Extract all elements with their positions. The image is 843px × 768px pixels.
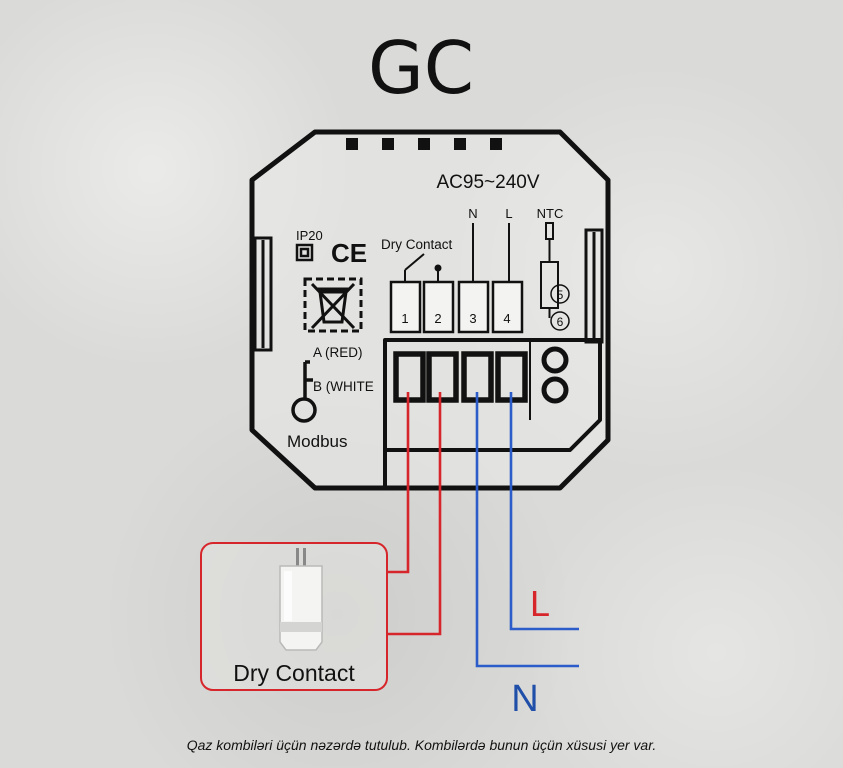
- voltage-label: AC95~240V: [437, 172, 540, 193]
- terminal-5-circle: [550, 284, 570, 304]
- switch-symbol: [404, 253, 442, 282]
- modbus-b-label: B (WHITE: [313, 379, 374, 394]
- modbus-label: Modbus: [287, 432, 347, 451]
- ntc-label: NTC: [537, 206, 564, 221]
- power-wires: [475, 392, 579, 668]
- ip-rating-label: IP20: [296, 228, 323, 243]
- dry-contact-box-label: Dry Contact: [233, 660, 355, 686]
- terminal-6-label: 6: [557, 315, 564, 329]
- dry-contact-device-icon: [279, 548, 323, 651]
- page-title: GC: [368, 26, 474, 110]
- top-clips: [346, 138, 502, 150]
- terminal-n-label: N: [468, 206, 477, 221]
- square-in-square-icon: [295, 243, 314, 262]
- power-leads: [472, 223, 510, 282]
- dry-contact-terminal-label: Dry Contact: [381, 237, 453, 252]
- terminal-5-label: 5: [557, 288, 564, 302]
- terminal-2-label: 2: [434, 311, 441, 326]
- terminal-1-label: 1: [401, 311, 408, 326]
- ce-mark: CE: [331, 238, 367, 268]
- terminal-strip: [383, 338, 602, 488]
- caption: Qaz kombiləri üçün nəzərdə tutulub. Komb…: [186, 737, 657, 753]
- dry-contact-wires: [386, 392, 442, 636]
- modbus-connector-icon: [291, 360, 317, 423]
- terminal-blocks: [389, 280, 524, 334]
- terminal-l-label: L: [505, 206, 512, 221]
- line-label: L: [530, 583, 550, 624]
- neutral-label: N: [511, 678, 538, 720]
- terminal-6-circle: [550, 311, 570, 331]
- modbus-a-label: A (RED): [313, 345, 363, 360]
- weee-bin-icon: [303, 277, 363, 333]
- terminal-3-label: 3: [469, 311, 476, 326]
- terminal-4-label: 4: [503, 311, 510, 326]
